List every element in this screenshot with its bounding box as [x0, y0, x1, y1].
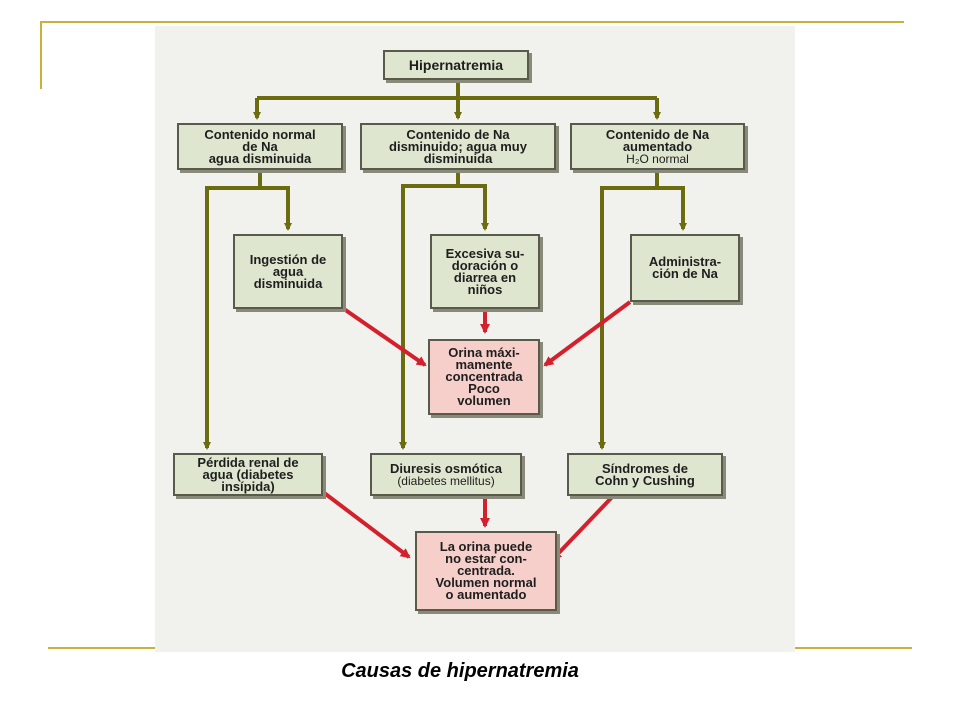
connector-layer: [203, 79, 687, 561]
left-rule: [40, 21, 42, 89]
node-sweating: Excesiva su- doración o diarrea en niños: [430, 234, 540, 309]
node-cohn-cushing: Síndromes de Cohn y Cushing: [567, 453, 723, 496]
node-admin-na: Administra- ción de Na: [630, 234, 740, 302]
node-osmotic: Diuresis osmótica (diabetes mellitus): [370, 453, 522, 496]
node-osmotic-sub: (diabetes mellitus): [397, 473, 495, 488]
node-high-na-sub: H₂O normal: [626, 151, 689, 166]
flowchart-image: Hipernatremia Contenido normal de Na agu…: [155, 26, 795, 652]
ingestion-to-urine-arrow: [342, 307, 427, 367]
center-to-osmotic: [399, 184, 458, 450]
node-osmotic-title: Diuresis osmótica: [390, 460, 502, 476]
node-high-na-title: Contenido de Na aumentado: [605, 126, 710, 154]
node-renal-loss: Pérdida renal de agua (diabetes insípida…: [173, 453, 323, 496]
node-low-na: Contenido de Na disminuido; agua muy dis…: [360, 123, 556, 170]
slide-caption: Causas de hipernatremia: [341, 660, 579, 682]
center-to-sweating: [456, 169, 489, 231]
renal-to-urine2-arrow: [313, 484, 411, 559]
right-to-cohn: [598, 186, 657, 450]
admin-to-urine-arrow: [543, 300, 632, 367]
node-hipernatremia: Hipernatremia: [383, 50, 529, 80]
node-ingestion: Ingestión de agua disminuida: [233, 234, 343, 309]
left-to-ingestion: [258, 169, 292, 231]
node-unconcentrated-urine: La orina puede no estar con- centrada. V…: [415, 531, 557, 611]
top-rule: [40, 21, 904, 23]
right-to-admin: [655, 169, 687, 231]
left-to-renal-loss: [203, 186, 260, 450]
node-concentrated-urine: Orina máxi- mamente concentrada Poco vol…: [428, 339, 540, 415]
cohn-to-urine2-arrow: [551, 492, 617, 561]
node-high-na: Contenido de Na aumentado H₂O normal: [570, 123, 745, 170]
node-normal-na: Contenido normal de Na agua disminuida: [177, 123, 343, 170]
